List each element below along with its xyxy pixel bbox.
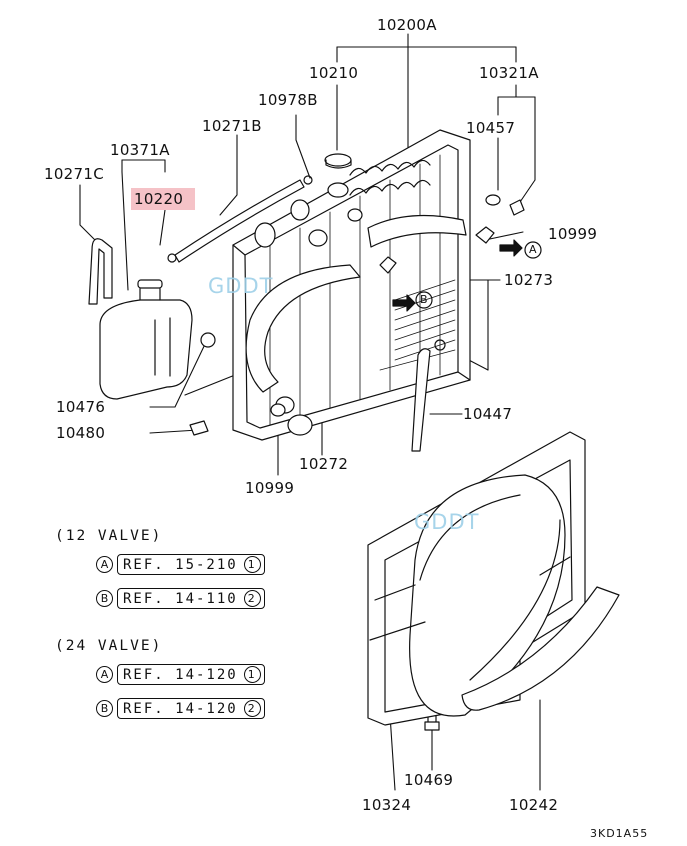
part-label-10457: 10457 bbox=[466, 119, 516, 137]
part-label-10200A: 10200A bbox=[377, 16, 437, 34]
fittings bbox=[167, 175, 525, 731]
arrow-marker-b-label: B bbox=[420, 293, 429, 306]
part-label-10371A: 10371A bbox=[110, 141, 170, 159]
part-label-10324: 10324 bbox=[362, 796, 412, 814]
radiator bbox=[232, 129, 471, 441]
reservoir-tank bbox=[99, 279, 193, 400]
ref-number: 1 bbox=[243, 666, 261, 683]
lower-hose bbox=[245, 264, 361, 393]
part-label-10273: 10273 bbox=[504, 271, 554, 289]
ref-number: 1 bbox=[243, 556, 261, 573]
fan-guard bbox=[461, 586, 620, 711]
ref-text: REF. 14-110 bbox=[123, 590, 238, 607]
ref-row: A REF. 15-210 1 bbox=[96, 554, 265, 575]
ref-text: REF. 15-210 bbox=[123, 556, 238, 573]
marker-a: A bbox=[96, 556, 113, 573]
marker-b: B bbox=[96, 700, 113, 717]
ref-text: REF. 14-120 bbox=[123, 700, 238, 717]
overflow-hose bbox=[174, 179, 305, 263]
part-label-10272: 10272 bbox=[299, 455, 349, 473]
part-label-10978B: 10978B bbox=[258, 91, 318, 109]
part-label-10480: 10480 bbox=[56, 424, 106, 442]
part-label-10999-upper: 10999 bbox=[548, 225, 598, 243]
ref-row: A REF. 14-120 1 bbox=[96, 664, 265, 685]
part-label-10447: 10447 bbox=[463, 405, 513, 423]
marker-b: B bbox=[96, 590, 113, 607]
note-heading-12-valve: (12 VALVE) bbox=[55, 528, 163, 544]
part-label-10999-lower: 10999 bbox=[245, 479, 295, 497]
ref-row: B REF. 14-110 2 bbox=[96, 588, 265, 609]
ref-box: REF. 14-110 2 bbox=[117, 588, 265, 609]
watermark: GDDT bbox=[414, 510, 480, 534]
part-label-10321A: 10321A bbox=[479, 64, 539, 82]
reservoir-hose bbox=[88, 238, 113, 305]
ref-number: 2 bbox=[243, 700, 261, 717]
part-label-10271C: 10271C bbox=[44, 165, 104, 183]
part-label-10271B: 10271B bbox=[202, 117, 262, 135]
part-label-10242: 10242 bbox=[509, 796, 559, 814]
part-label-10210: 10210 bbox=[309, 64, 359, 82]
marker-a: A bbox=[96, 666, 113, 683]
part-label-10476: 10476 bbox=[56, 398, 106, 416]
ref-number: 2 bbox=[243, 590, 261, 607]
upper-hose bbox=[367, 214, 467, 248]
watermark: GDDT bbox=[208, 274, 274, 298]
arrow-markers bbox=[392, 239, 542, 312]
note-heading-24-valve: (24 VALVE) bbox=[55, 638, 163, 654]
ref-box: REF. 14-120 2 bbox=[117, 698, 265, 719]
diagram-code: 3KD1A55 bbox=[590, 827, 649, 840]
ref-text: REF. 14-120 bbox=[123, 666, 238, 683]
arrow-marker-a-label: A bbox=[529, 243, 538, 256]
fan-shroud bbox=[367, 431, 586, 726]
part-label-10469: 10469 bbox=[404, 771, 454, 789]
part-label-10220: 10220 bbox=[131, 188, 196, 210]
ref-box: REF. 14-120 1 bbox=[117, 664, 265, 685]
drain-hose bbox=[411, 348, 431, 452]
ref-box: REF. 15-210 1 bbox=[117, 554, 265, 575]
ref-row: B REF. 14-120 2 bbox=[96, 698, 265, 719]
